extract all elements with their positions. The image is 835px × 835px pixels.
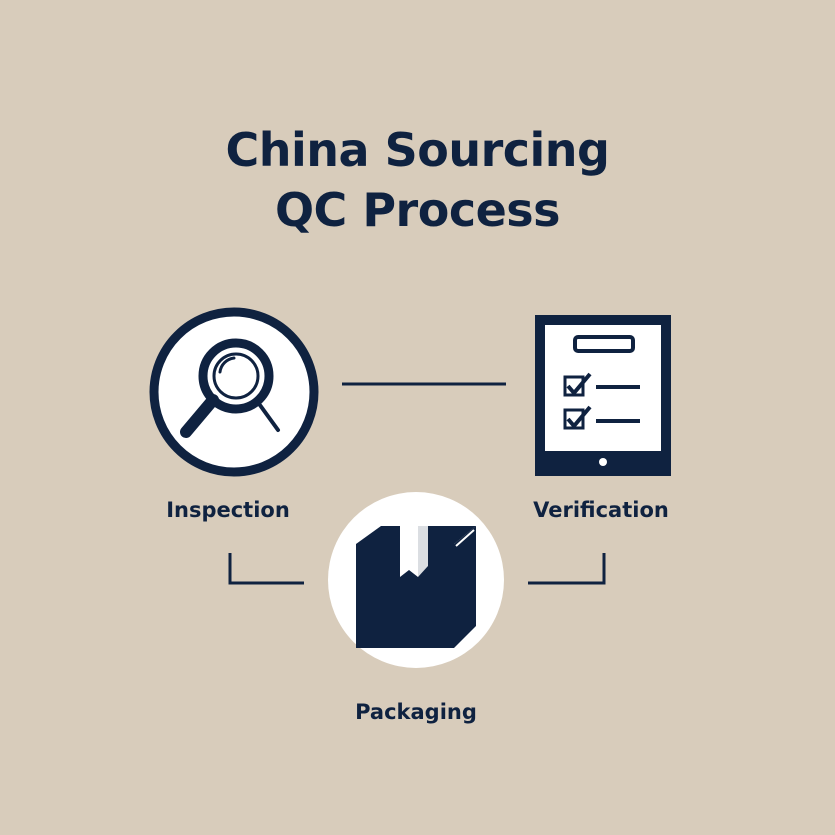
inspection-node (149, 307, 319, 477)
verification-node (535, 315, 671, 476)
magnifying-glass-icon (180, 338, 280, 438)
packaging-label: Packaging (355, 700, 477, 724)
connector-verification-packaging (528, 553, 606, 585)
inspection-label: Inspection (166, 498, 290, 522)
package-box-icon (356, 522, 476, 648)
verification-label: Verification (533, 498, 669, 522)
page-title: China Sourcing QC Process (0, 120, 835, 240)
packaging-node (328, 492, 504, 668)
connector-inspection-packaging (228, 553, 304, 585)
title-line-1: China Sourcing (225, 123, 610, 177)
checklist-tablet-icon (535, 315, 671, 476)
title-line-2: QC Process (274, 183, 561, 237)
